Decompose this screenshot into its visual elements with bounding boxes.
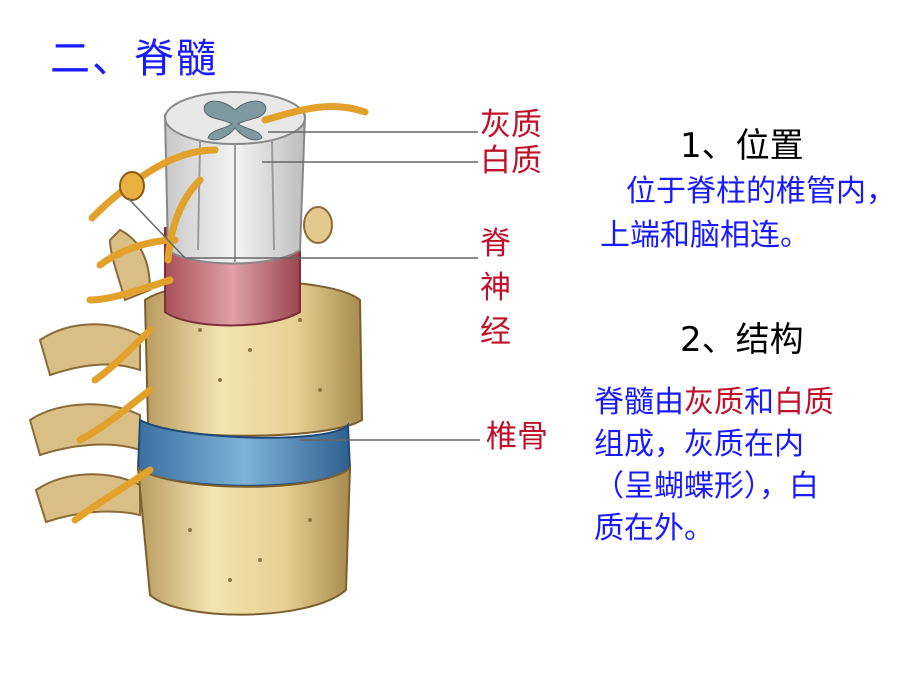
structure-part-2: 和 <box>744 385 774 420</box>
label-spinal-nerve-char-1: 脊 <box>480 226 511 262</box>
structure-part-1: 脊髓由 <box>594 385 684 420</box>
label-white-matter: 白质 <box>480 143 542 179</box>
label-vertebra: 椎骨 <box>486 419 548 455</box>
bone-texture <box>188 318 322 582</box>
label-gray-matter: 灰质 <box>480 107 542 143</box>
label-spinal-nerve: 脊 神 经 <box>480 222 514 354</box>
nerve-ganglion-left <box>119 171 145 201</box>
position-line-1: 位于脊柱的椎管内， <box>626 174 896 209</box>
leader-lines <box>127 131 480 441</box>
position-text: 位于脊柱的椎管内， 上端和脑相连。 <box>600 170 920 258</box>
structure-highlight-gray: 灰质 <box>684 385 744 420</box>
label-spinal-nerve-char-2: 神 <box>480 270 511 306</box>
page-title: 二、脊髓 <box>50 36 218 82</box>
position-heading: 1、位置 <box>680 126 804 166</box>
position-line-2: 上端和脑相连。 <box>600 218 810 253</box>
structure-line-3: （呈蝴蝶形），白 <box>594 469 819 504</box>
structure-line-4: 质在外。 <box>594 511 714 546</box>
structure-line-2: 组成，灰质在内 <box>594 427 804 462</box>
structure-heading: 2、结构 <box>680 320 804 360</box>
gray-matter-shape <box>203 100 267 141</box>
structure-text: 脊髓由灰质和白质 组成，灰质在内 （呈蝴蝶形），白 质在外。 <box>594 382 894 550</box>
vertebra-lower <box>136 465 352 616</box>
label-spinal-nerve-char-3: 经 <box>480 314 511 350</box>
nerve-ganglion <box>303 206 333 244</box>
structure-highlight-white: 白质 <box>774 385 834 420</box>
